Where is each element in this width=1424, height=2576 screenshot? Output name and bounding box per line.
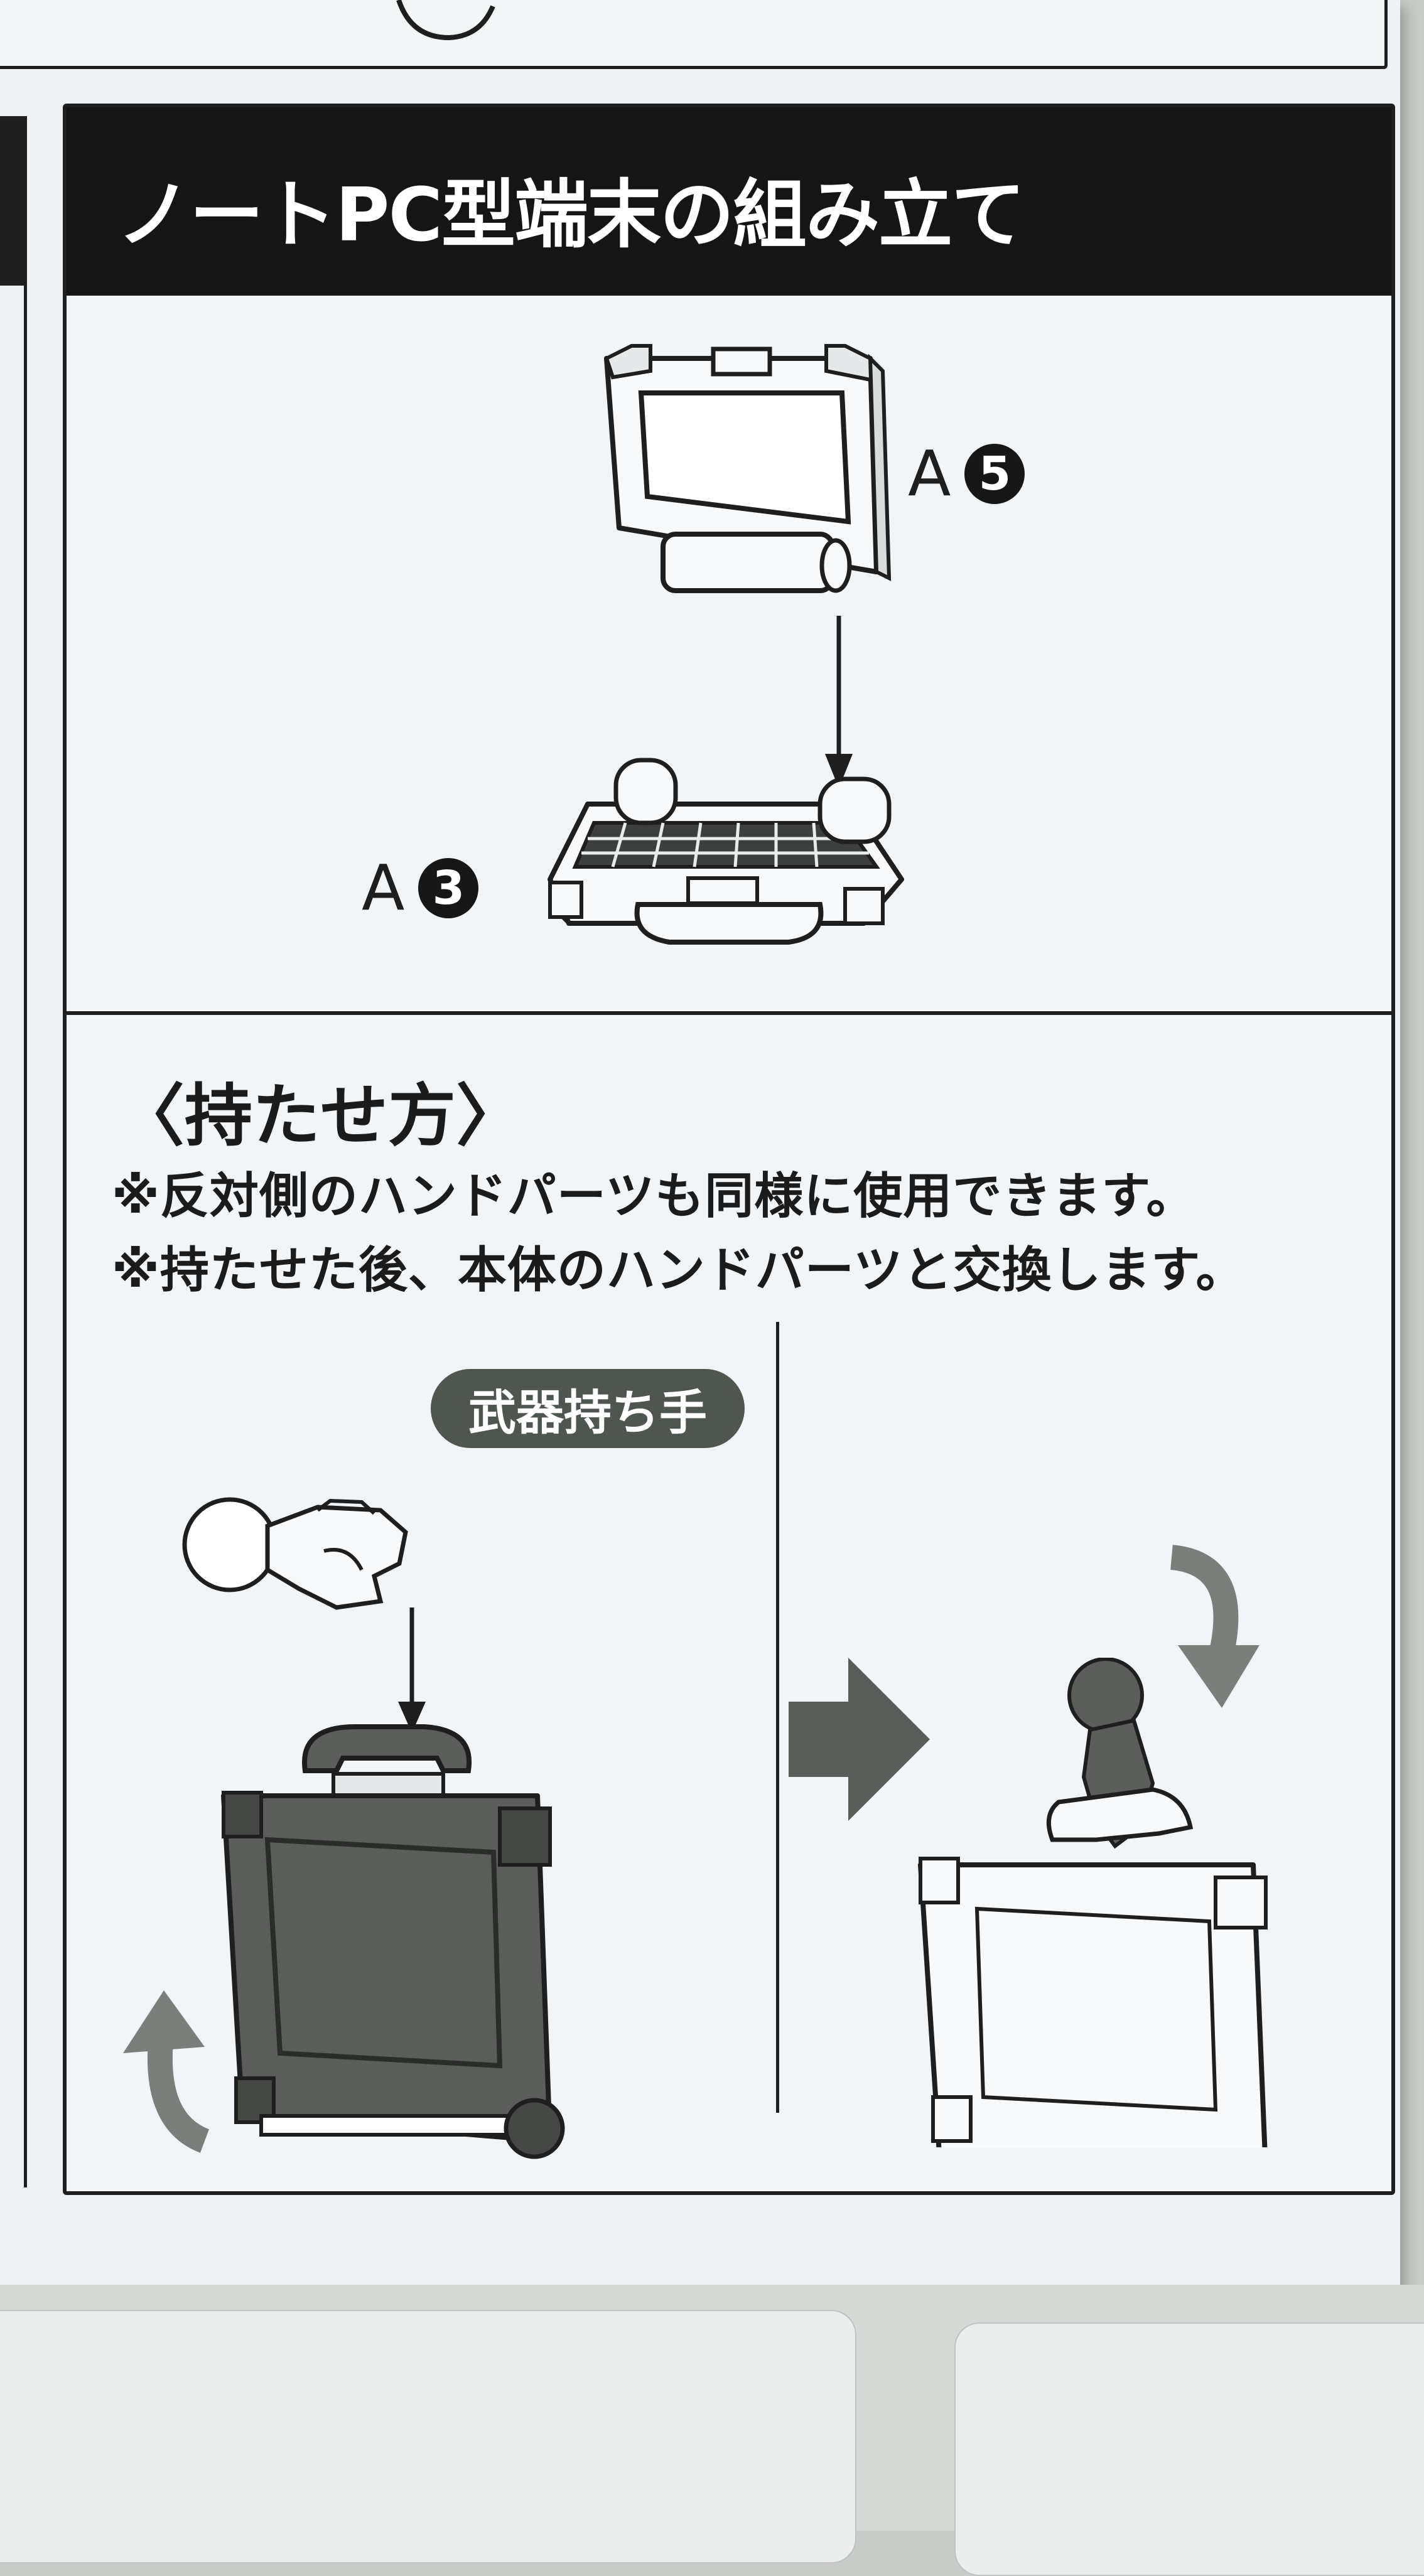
screen-part-illustration <box>604 344 892 593</box>
part-letter: A <box>362 851 405 925</box>
adjacent-panel-edge <box>0 116 27 2187</box>
down-arrow-icon <box>825 616 853 788</box>
part-label-a5: A 5 <box>908 437 1025 510</box>
screen-hinge <box>661 532 835 593</box>
closed-case-dark-illustration <box>221 1724 565 2159</box>
case-handle <box>302 1724 472 1773</box>
touchpad <box>686 876 759 905</box>
previous-step-part-fragment <box>396 0 495 41</box>
part-number-badge: 3 <box>418 857 479 918</box>
panel-title: ノートPC型端末の組み立て <box>117 171 1025 258</box>
carry-handle <box>634 902 824 945</box>
section-divider <box>67 1011 1391 1015</box>
assembly-panel: ノートPC型端末の組み立て A 5 <box>63 104 1395 2195</box>
note-line: ※持たせた後、本体のハンドパーツと交換します。 <box>112 1242 1246 1299</box>
case-with-hand-illustration <box>918 1658 1268 2147</box>
holding-heading: 〈持たせ方〉 <box>117 1077 524 1156</box>
down-arrow-icon <box>398 1607 426 1733</box>
weapon-hand-illustration <box>182 1497 408 1610</box>
rotate-arrow-icon <box>123 1990 210 2153</box>
title-bar: ノートPC型端末の組み立て <box>67 107 1391 296</box>
adjacent-panel-title-edge <box>0 116 24 286</box>
step-divider <box>776 1322 779 2113</box>
keyboard-base-illustration <box>547 758 904 945</box>
hand-ball-joint <box>182 1497 278 1592</box>
weapon-hand-badge: 武器持ち手 <box>431 1369 745 1448</box>
previous-step-panel <box>0 0 1388 69</box>
right-arrow-icon <box>789 1658 930 1821</box>
part-label-a3: A 3 <box>362 851 479 925</box>
background-tile-wall <box>0 2285 1424 2576</box>
rotate-arrow-icon <box>1170 1545 1259 1708</box>
part-number-badge: 5 <box>964 443 1025 504</box>
right-hinge-mount <box>817 776 892 844</box>
instruction-sheet: ノートPC型端末の組み立て A 5 <box>0 0 1400 2297</box>
part-letter: A <box>908 437 951 510</box>
screen-top-tab <box>711 346 772 377</box>
left-hinge-mount <box>613 758 678 825</box>
note-line: ※反対側のハンドパーツも同様に使用できます。 <box>112 1168 1196 1225</box>
